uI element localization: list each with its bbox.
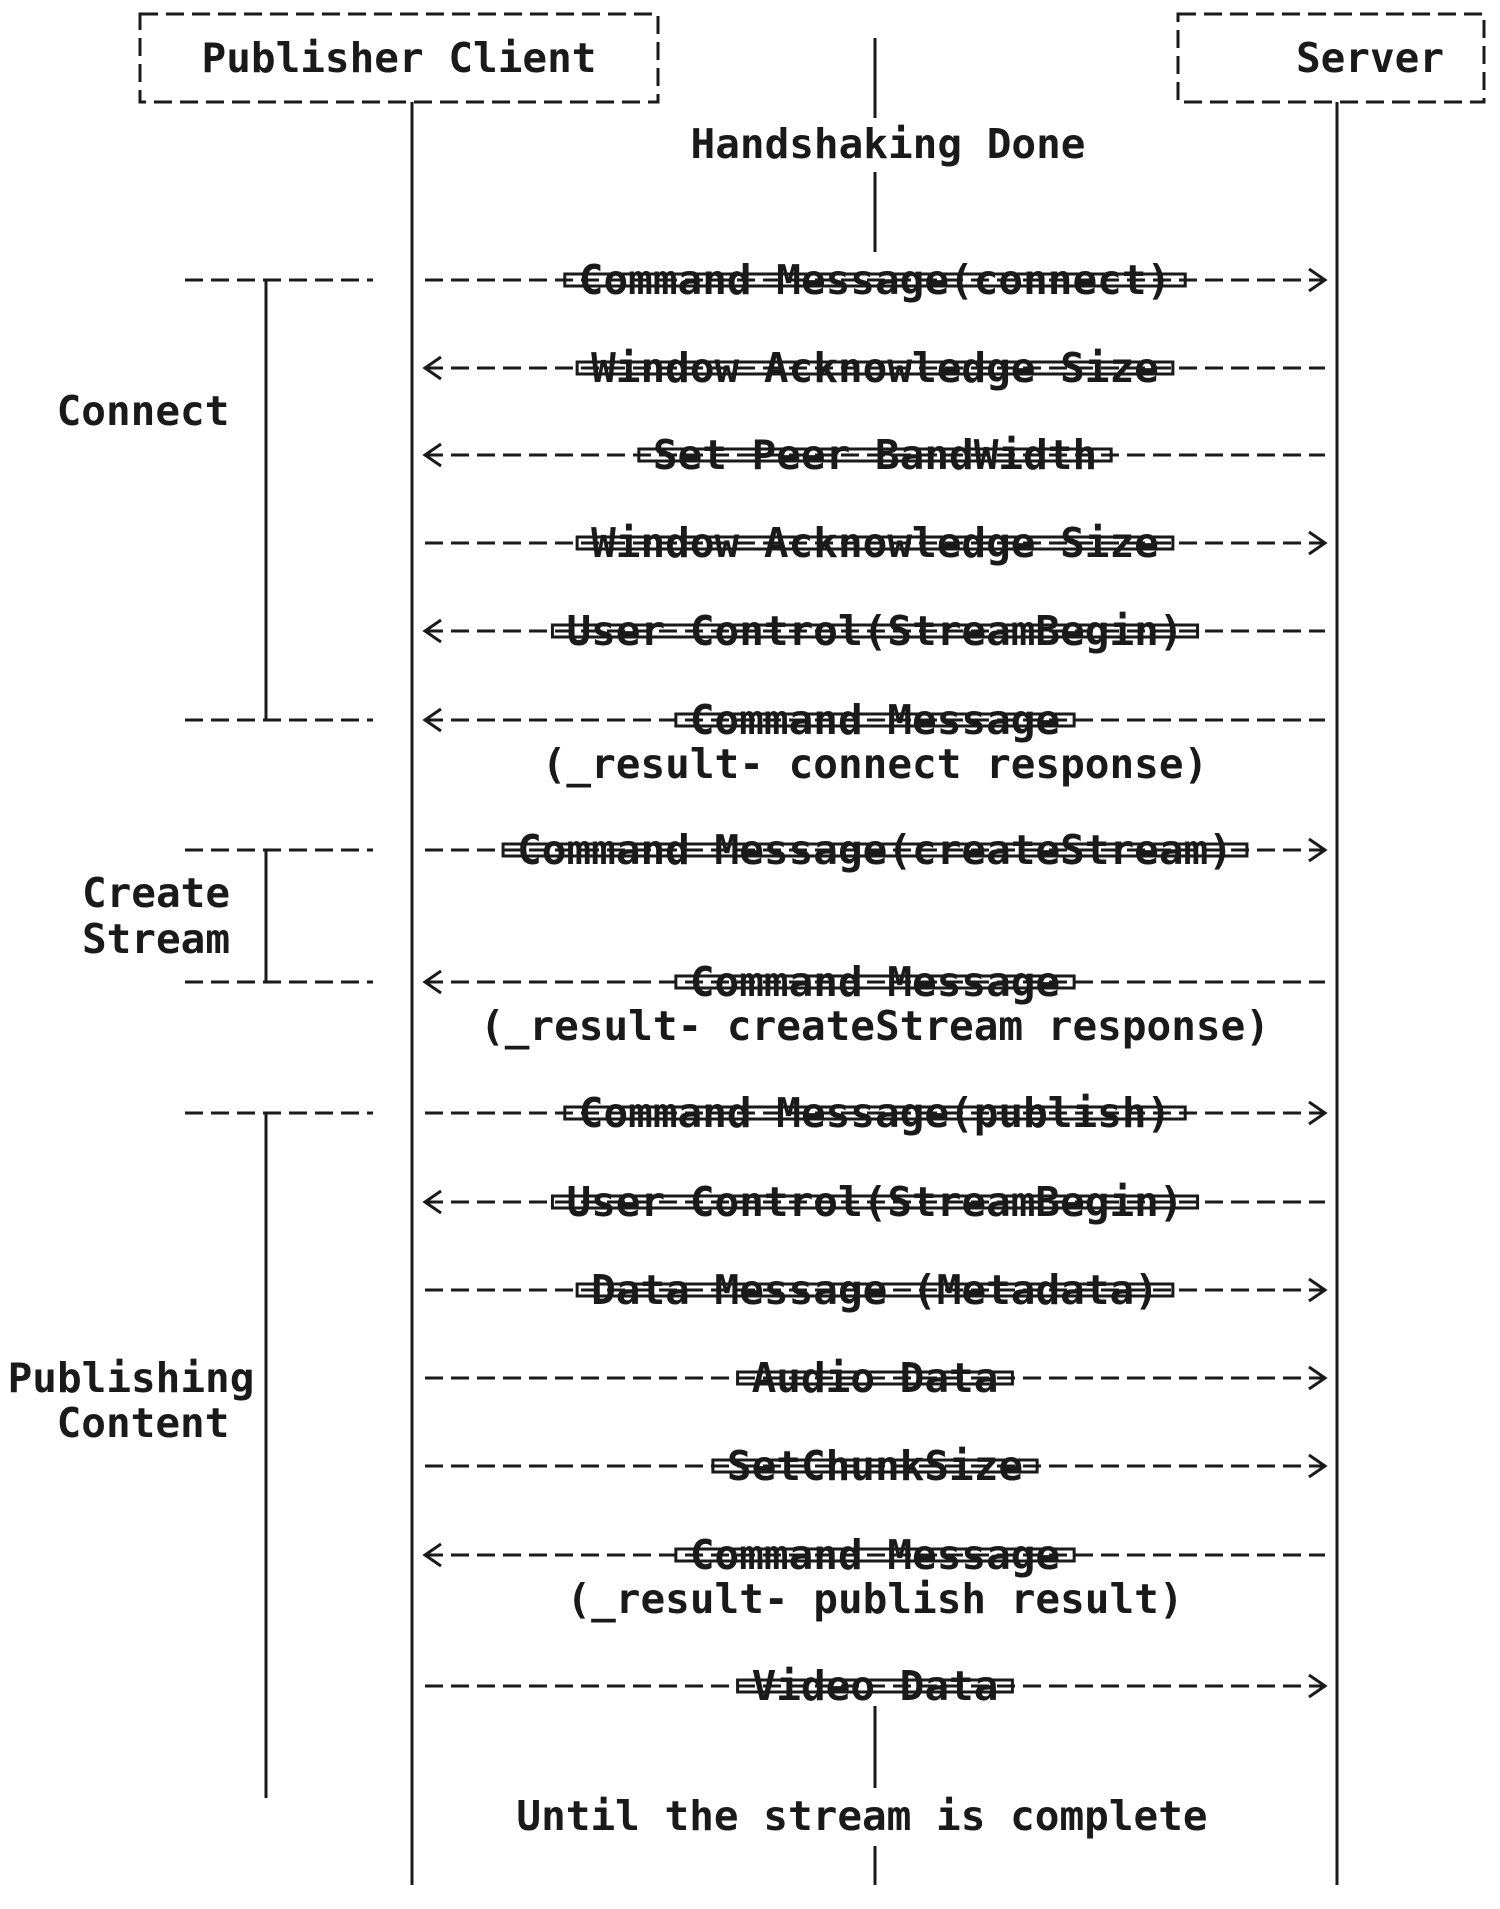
message-connect-result: Command Message(_result- connect respons… <box>422 696 1325 788</box>
arrowhead-right-icon <box>1308 1453 1328 1479</box>
message-audio-data: Audio Data <box>425 1354 1328 1402</box>
message-user-control-stream-begin-2: User Control(StreamBegin) <box>422 1178 1325 1226</box>
message-label: Command Message(connect) <box>579 256 1171 304</box>
message-connect-command: Command Message(connect) <box>425 256 1328 304</box>
message-label-backdrop <box>501 842 1249 858</box>
arrowhead-left-icon <box>422 618 442 644</box>
server-participant-label: Server <box>1296 34 1444 82</box>
message-label: Window Acknowledge Size <box>591 344 1159 392</box>
message-label: Video Data <box>752 1662 999 1710</box>
message-sublabel: (_result- connect response) <box>542 740 1208 788</box>
stream-complete-label: Until the stream is complete <box>516 1792 1207 1840</box>
publishing-phase-bracket <box>185 1111 373 1798</box>
message-video-data: Video Data <box>425 1662 1328 1710</box>
message-label-backdrop <box>736 1678 1014 1694</box>
arrowhead-left-icon <box>422 707 442 733</box>
message-label: Command Message(createStream) <box>517 826 1233 874</box>
message-window-ack-size-server: Window Acknowledge Size <box>422 344 1325 392</box>
message-create-stream-result: Command Message(_result- createStream re… <box>422 958 1325 1050</box>
message-label-backdrop <box>563 272 1187 288</box>
message-sublabel: (_result- publish result) <box>566 1575 1183 1623</box>
arrowhead-left-icon <box>422 355 442 381</box>
message-set-chunk-size: SetChunkSize <box>425 1442 1328 1490</box>
arrowhead-right-icon <box>1308 1365 1328 1391</box>
arrowhead-left-icon <box>422 969 442 995</box>
message-label: Command Message <box>690 1531 1060 1579</box>
publishing-phase-label-line2: Content <box>57 1399 230 1447</box>
message-set-peer-bandwidth: Set Peer BandWidth <box>422 431 1325 479</box>
arrowhead-left-icon <box>422 442 442 468</box>
message-label-backdrop <box>563 1105 1187 1121</box>
message-label: Set Peer BandWidth <box>653 431 1097 479</box>
arrowhead-left-icon <box>422 1542 442 1568</box>
message-label-backdrop <box>674 1547 1076 1563</box>
message-label: Window Acknowledge Size <box>591 519 1159 567</box>
message-publish-command: Command Message(publish) <box>425 1089 1328 1137</box>
server-participant-box: Server <box>1176 12 1486 104</box>
create-stream-phase-label-line2: Stream <box>82 915 230 963</box>
connect-phase-label: Connect <box>57 387 230 435</box>
message-user-control-stream-begin-1: User Control(StreamBegin) <box>422 607 1325 655</box>
arrowhead-right-icon <box>1308 1100 1328 1126</box>
arrowhead-right-icon <box>1308 1673 1328 1699</box>
message-publish-result: Command Message(_result- publish result) <box>422 1531 1325 1623</box>
message-label: User Control(StreamBegin) <box>566 1178 1183 1226</box>
arrowhead-left-icon <box>422 1189 442 1215</box>
message-label-backdrop <box>550 623 1200 639</box>
message-label-backdrop <box>637 447 1113 463</box>
arrowhead-right-icon <box>1308 1277 1328 1303</box>
message-label: Command Message <box>690 958 1060 1006</box>
arrowhead-right-icon <box>1308 530 1328 556</box>
message-label-backdrop <box>575 1282 1175 1298</box>
arrowhead-right-icon <box>1308 267 1328 293</box>
message-label-backdrop <box>711 1458 1039 1474</box>
message-sublabel: (_result- createStream response) <box>480 1002 1270 1050</box>
create-stream-phase-label-line1: Create <box>82 869 230 917</box>
message-label: Data Message (Metadata) <box>591 1266 1159 1314</box>
message-label: User Control(StreamBegin) <box>566 607 1183 655</box>
publishing-phase-label-line1: Publishing <box>8 1354 255 1402</box>
message-label-backdrop <box>674 712 1076 728</box>
message-window-ack-size-client: Window Acknowledge Size <box>425 519 1328 567</box>
message-label-backdrop <box>575 535 1175 551</box>
message-label: Audio Data <box>752 1354 999 1402</box>
handshake-done-label: Handshaking Done <box>691 120 1086 168</box>
message-data-message-metadata: Data Message (Metadata) <box>425 1266 1328 1314</box>
message-label-backdrop <box>550 1194 1200 1210</box>
arrowhead-right-icon <box>1308 837 1328 863</box>
message-label-backdrop <box>575 360 1175 376</box>
message-label: Command Message(publish) <box>579 1089 1171 1137</box>
connect-phase-bracket <box>185 278 373 722</box>
client-participant-label: Publisher Client <box>202 34 597 82</box>
message-label: Command Message <box>690 696 1060 744</box>
message-label-backdrop <box>736 1370 1014 1386</box>
message-list: Command Message(connect) Window Acknowled… <box>422 256 1328 1710</box>
message-label: SetChunkSize <box>727 1442 1023 1490</box>
message-create-stream-command: Command Message(createStream) <box>425 826 1328 874</box>
message-label-backdrop <box>674 974 1076 990</box>
create-stream-phase-bracket <box>185 848 373 984</box>
client-participant-box: Publisher Client <box>138 12 660 104</box>
